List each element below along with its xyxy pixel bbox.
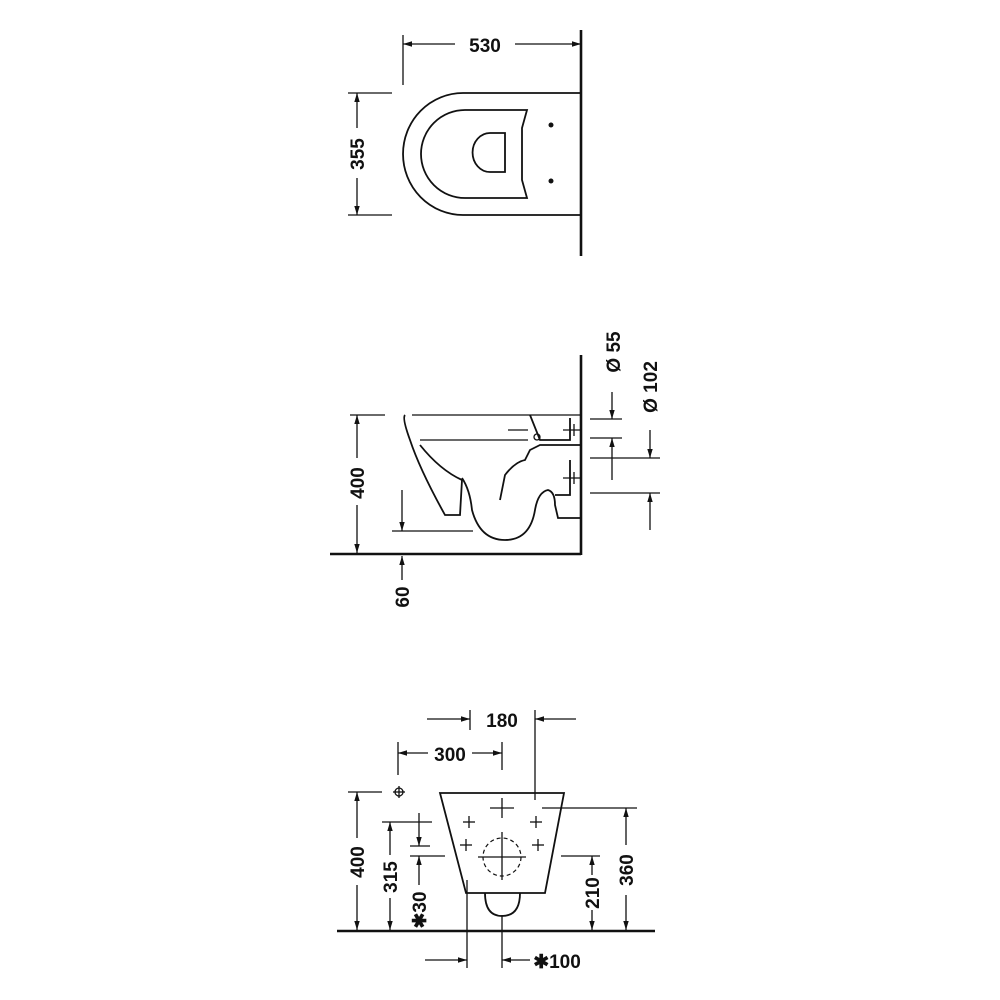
bowl-front-outline xyxy=(438,792,566,894)
front-view: 180 300 400 315 ✱30 210 360 ✱100 xyxy=(337,710,655,973)
side-view: 400 60 Ø 55 Ø 102 xyxy=(330,331,662,608)
dim-floor-offset: 60 xyxy=(393,586,414,607)
dim-210: 210 xyxy=(583,877,604,909)
dim-30: ✱30 xyxy=(410,891,431,928)
dim-100: ✱100 xyxy=(533,952,581,973)
top-view: 530 355 xyxy=(348,30,583,256)
dim-400: 400 xyxy=(348,846,369,878)
dim-diameter-55: Ø 55 xyxy=(604,331,625,373)
dim-diameter-102: Ø 102 xyxy=(641,361,662,413)
bowl-opening xyxy=(471,132,506,173)
dim-180: 180 xyxy=(486,711,518,732)
dim-360: 360 xyxy=(617,854,638,886)
dim-300: 300 xyxy=(434,745,466,766)
dim-width: 530 xyxy=(469,36,501,57)
seat-outline xyxy=(420,109,529,199)
fixing-point xyxy=(548,122,554,128)
trap xyxy=(461,477,581,541)
outlet xyxy=(499,444,581,501)
fixing-point xyxy=(548,178,554,184)
dim-height: 400 xyxy=(348,467,369,499)
dim-depth: 355 xyxy=(348,138,369,170)
bowl-rim xyxy=(403,414,463,516)
trap-front xyxy=(484,892,521,917)
bowl-outline xyxy=(402,92,581,216)
inlet xyxy=(529,414,571,441)
dim-315: 315 xyxy=(381,861,402,893)
